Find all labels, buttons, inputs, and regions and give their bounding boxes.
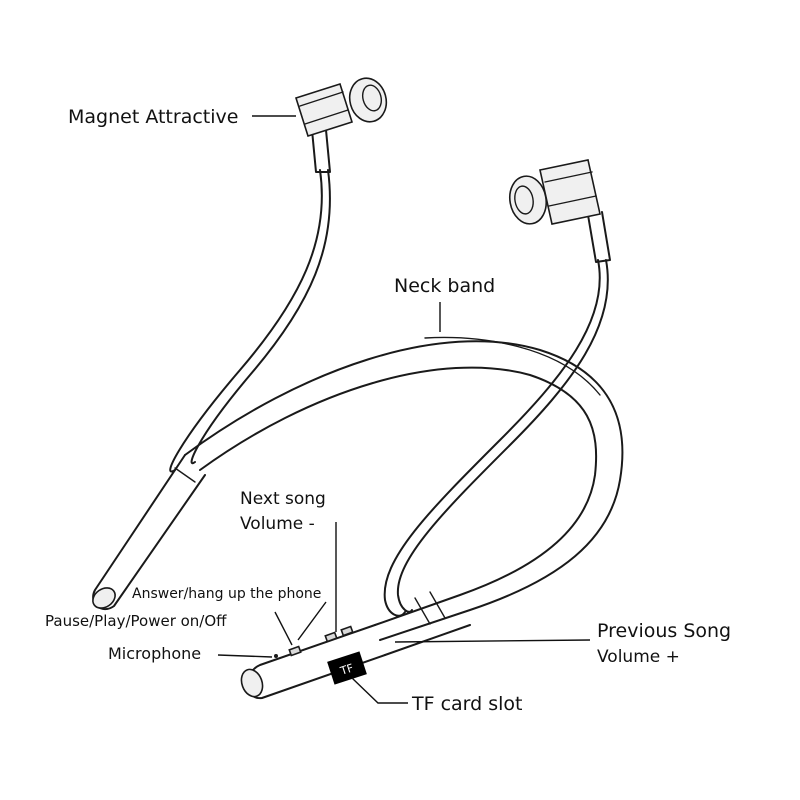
previous-song-button[interactable] xyxy=(340,625,354,637)
pause-play-label: Pause/Play/Power on/Off xyxy=(45,612,227,630)
answer-leader xyxy=(297,601,327,641)
left-capsule xyxy=(92,454,206,611)
pause-play-leader xyxy=(274,611,293,646)
tf-mark: TF xyxy=(338,661,355,678)
left-earbud xyxy=(294,77,388,138)
tf-card-slot[interactable] xyxy=(327,651,367,685)
magnet-label: Magnet Attractive xyxy=(68,106,238,128)
leader-lines xyxy=(217,115,591,704)
control-unit: TF xyxy=(240,591,471,700)
right-earbud-assembly xyxy=(383,159,611,617)
tf-card-label: TF card slot xyxy=(411,693,523,715)
previous-song-label: Previous Song xyxy=(597,620,731,642)
microphone-label: Microphone xyxy=(108,644,201,663)
left-earbud-assembly xyxy=(169,77,388,473)
microphone-leader xyxy=(217,654,273,658)
right-earbud xyxy=(508,159,601,225)
volume-plus-label: Volume + xyxy=(597,647,680,667)
pause-play-button[interactable] xyxy=(288,645,302,657)
neck-band xyxy=(184,336,624,641)
previous-song-leader xyxy=(394,639,591,643)
labels: Magnet Attractive Neck band Next song Vo… xyxy=(45,106,731,715)
neck-band-label: Neck band xyxy=(394,275,495,297)
microphone-hole xyxy=(274,654,278,658)
tf-card-leader xyxy=(351,677,408,704)
answer-label: Answer/hang up the phone xyxy=(132,586,321,602)
next-song-label: Next song xyxy=(240,489,326,509)
volume-minus-label: Volume - xyxy=(240,514,315,534)
left-ear-tip xyxy=(348,77,388,123)
next-song-button[interactable] xyxy=(324,631,338,643)
